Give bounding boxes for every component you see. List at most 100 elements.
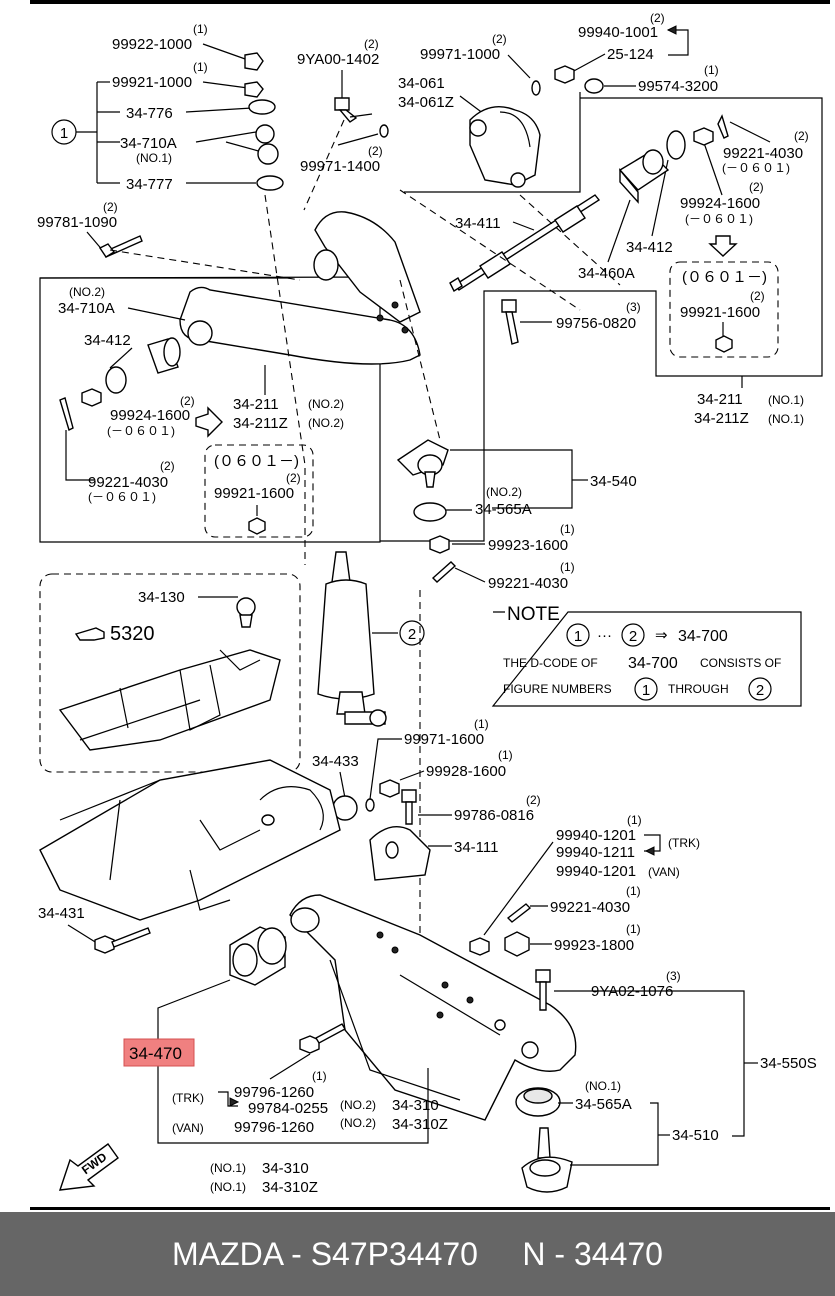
qty-99924-1600-r: (2) [749, 180, 764, 194]
no1-b: (NO.1) [768, 412, 804, 426]
no1-c: (NO.1) [210, 1161, 246, 1175]
footer-text: MAZDA - S47P34470 N - 34470 [172, 1235, 663, 1272]
qty-99921-1600-r: (2) [750, 289, 765, 303]
nut-99921a [244, 81, 264, 98]
nut-99921-1600-l [248, 517, 266, 535]
note-part: 34-700 [678, 628, 728, 645]
note-dots: ··· [597, 627, 612, 644]
label-99971-1400: 99971-1400 [300, 158, 380, 175]
fwd-arrow-icon: FWD [58, 1143, 119, 1191]
box-0601-l [204, 444, 314, 538]
label-99221-4030-b: 99221-4030 [550, 899, 630, 916]
qty-99574: (1) [704, 63, 719, 77]
label-99221-4030-l: 99221-4030 [88, 474, 168, 491]
bolt-99756 [501, 299, 519, 345]
washer-99971-1000 [531, 80, 541, 96]
bushing-34-470 [229, 926, 287, 986]
van-2: (VAN) [172, 1121, 204, 1135]
label-25-124: 25-124 [607, 46, 654, 63]
callout-circle-2 [399, 620, 425, 646]
parts-diagram: 1 (1) 99922-1000 (1) 99921-1000 34-776 3… [30, 0, 830, 1210]
qty-99940-1001: (2) [650, 11, 665, 25]
label-34-510: 34-510 [672, 1127, 719, 1144]
qty-99971-1000: (2) [492, 32, 507, 46]
note-circle-4: 2 [756, 682, 764, 699]
label-99574-3200: 99574-3200 [638, 78, 718, 95]
nut-99923-1600 [429, 535, 450, 554]
label-99971-1600: 99971-1600 [404, 731, 484, 748]
no1-d: (NO.1) [210, 1180, 246, 1194]
note-line3a: FIGURE NUMBERS [503, 682, 612, 696]
note-line2b: 34-700 [628, 655, 678, 672]
nut-99940-1201 [469, 937, 490, 956]
bolt-9ya02 [535, 969, 551, 1011]
qty-9ya00: (2) [364, 37, 379, 51]
qty-99221-4030-l: (2) [160, 459, 175, 473]
qty-99940-1201: (1) [627, 813, 642, 827]
label-99796-1260: 99796-1260 [234, 1084, 314, 1101]
qty-99756: (3) [626, 300, 641, 314]
label-34-411: 34-411 [455, 215, 501, 232]
shock-absorber-2 [317, 551, 387, 727]
nut-99921-1600-r [715, 335, 733, 353]
qty-99921-1600-l: (2) [286, 471, 301, 485]
box-0601-l-label: (０６０１－) [214, 453, 299, 470]
lower-arm-34-310 [289, 894, 577, 1121]
label-99221-4030-r: 99221-4030 [723, 145, 803, 162]
washer-34-412-r [666, 130, 686, 160]
label-99921-1600-l: 99921-1600 [214, 485, 294, 502]
nut-99940-1001 [554, 65, 575, 84]
trk-1: (TRK) [668, 836, 700, 850]
label-99940-1211: 99940-1211 [556, 844, 635, 861]
nut-99928 [379, 779, 400, 798]
label-34-310-b: 34-310 [262, 1160, 309, 1177]
pin-99221-r [717, 114, 729, 139]
frame-sketch-large [39, 759, 341, 921]
date-0601-r1: (－０６０１) [722, 161, 790, 175]
label-99796-1260-van: 99796-1260 [234, 1119, 314, 1136]
label-34-433: 34-433 [312, 753, 359, 770]
label-34-710a-top: 34-710A [120, 135, 177, 152]
pin-99221-m [431, 561, 457, 583]
qty-99786: (2) [526, 793, 541, 807]
qty-99928-1600: (1) [498, 748, 513, 762]
label-34-540: 34-540 [590, 473, 637, 490]
qty-99221-4030-b: (1) [626, 884, 641, 898]
label-34-061: 34-061 [398, 75, 445, 92]
frame-sketch-small [58, 649, 281, 751]
ball-joint-34-510 [515, 1087, 573, 1193]
top-border [30, 0, 830, 4]
qty-99781: (2) [103, 200, 118, 214]
washer-99971-1400 [379, 124, 389, 138]
no1-565: (NO.1) [585, 1079, 621, 1093]
no1-a: (NO.1) [768, 393, 804, 407]
label-99971-1000: 99971-1000 [420, 46, 500, 63]
washer-99971-1600 [365, 798, 375, 812]
label-99928-1600: 99928-1600 [426, 763, 506, 780]
shaft-34-411 [449, 194, 601, 293]
no2-b: (NO.2) [308, 416, 344, 430]
label-99923-1800: 99923-1800 [554, 937, 634, 954]
box-0601-r-label: (０６０１－) [682, 269, 767, 286]
note-line2c: CONSISTS OF [700, 656, 781, 670]
no2-left: (NO.2) [69, 285, 105, 299]
no2-a: (NO.2) [308, 397, 344, 411]
qty-99923-1600: (1) [560, 522, 575, 536]
bolt-99786 [401, 789, 417, 825]
label-99924-1600-r: 99924-1600 [680, 195, 760, 212]
label-34-470: 34-470 [129, 1044, 182, 1063]
no1-top: (NO.1) [136, 151, 172, 165]
bushing-34-710a-b [257, 143, 279, 165]
label-34-111: 34-111 [454, 839, 498, 856]
upper-arm-box [39, 276, 381, 543]
label-99781-1090: 99781-1090 [37, 214, 117, 231]
label-34-431: 34-431 [38, 905, 85, 922]
note-line3b: THROUGH [668, 682, 729, 696]
boot-34-565a-top [413, 502, 447, 522]
note-line2a: THE D-CODE OF [503, 656, 598, 670]
label-34-130: 34-130 [138, 589, 185, 606]
label-34-460a: 34-460A [578, 265, 635, 282]
no2-d: (NO.2) [340, 1116, 376, 1130]
bracket-34-061 [469, 106, 541, 188]
box-34-130 [39, 573, 301, 773]
